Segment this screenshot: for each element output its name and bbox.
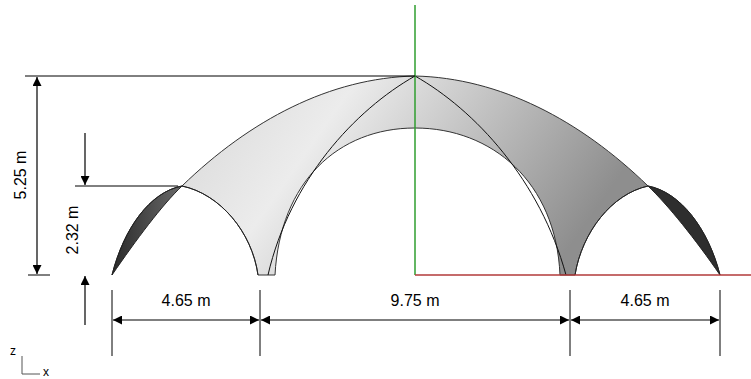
dimension-line <box>113 319 259 320</box>
dimension-line <box>571 319 719 320</box>
axis-label: z <box>10 345 16 357</box>
arch-edge <box>575 186 720 275</box>
extension-line <box>260 290 261 356</box>
arch-edge <box>112 186 258 275</box>
extension-line <box>25 76 415 77</box>
dimension-label: 4.65 m <box>162 293 211 309</box>
dimension-label: 5.25 m <box>13 151 29 200</box>
shell-interior <box>648 186 720 275</box>
dimension-line <box>84 276 85 325</box>
dimension-line <box>36 77 37 274</box>
shell-interior <box>112 186 182 275</box>
dimension-label: 9.75 m <box>391 293 440 309</box>
dimension-label: 4.65 m <box>621 293 670 309</box>
extension-line <box>720 290 721 356</box>
groin-line <box>415 76 566 275</box>
dimension-line <box>261 319 569 320</box>
dimension-label: 2.32 m <box>65 206 81 255</box>
axis-label: x <box>43 366 49 378</box>
extension-line <box>570 290 571 356</box>
z-axis <box>414 5 416 275</box>
extension-line <box>28 275 50 276</box>
axis-icon <box>22 356 40 374</box>
extension-line <box>75 186 178 187</box>
groin-line <box>268 76 415 275</box>
x-axis <box>415 274 751 276</box>
dimension-line <box>84 133 85 185</box>
extension-line <box>112 290 113 356</box>
